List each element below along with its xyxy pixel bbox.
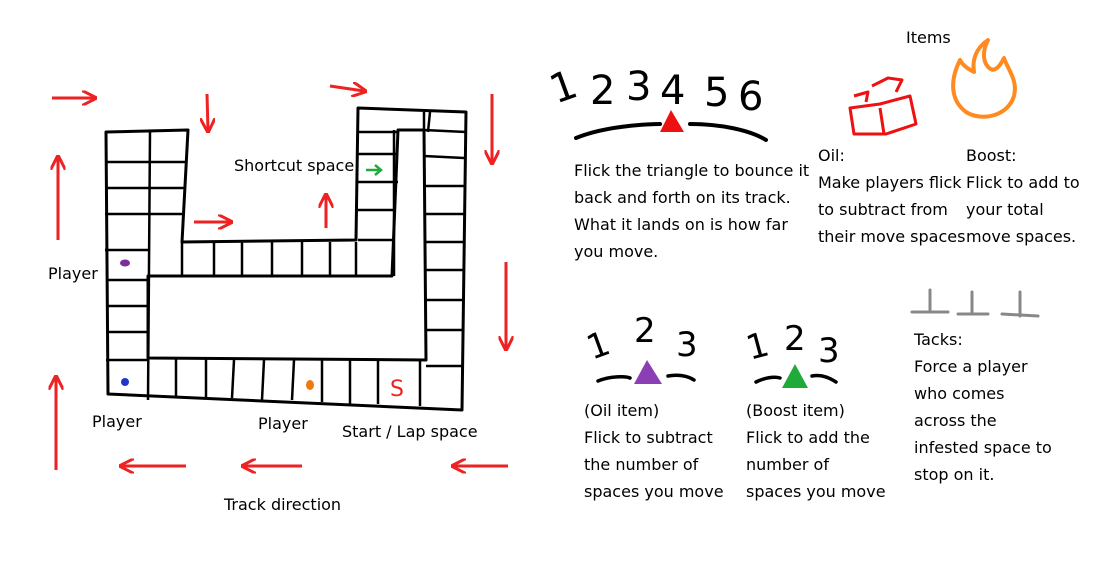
spinner-number-4: 4 (660, 68, 685, 114)
items-heading: Items (906, 28, 951, 47)
spinner-number-6: 6 (738, 74, 763, 120)
oil-description: Oil: Make players flick to subtract from… (818, 146, 966, 246)
oil-spinner-number-2: 2 (634, 311, 656, 351)
boost-description: Boost: Flick to add to your total move s… (966, 146, 1080, 246)
oil-spinner-triangle-icon (634, 360, 662, 384)
spinner-triangle-icon (660, 110, 684, 132)
oil-can-icon (848, 76, 918, 136)
tacks-description: Tacks: Force a player who comes across t… (914, 330, 1052, 484)
player-label-bottom-left: Player (92, 412, 142, 431)
oil-spinner-number-1: 1 (581, 323, 615, 368)
direction-arrows (52, 86, 508, 470)
boost-spinner-number-1: 1 (742, 324, 773, 368)
shortcut-space-label: Shortcut space (234, 156, 355, 175)
spinner-number-1: 1 (544, 61, 584, 113)
tack-icon (956, 290, 990, 316)
spinner-number-5: 5 (704, 70, 729, 116)
player-token-purple[interactable] (120, 259, 130, 267)
track-cells (105, 111, 467, 406)
tacks-icons (910, 288, 1040, 318)
start-lap-label: Start / Lap space (342, 422, 478, 441)
tack-icon (910, 288, 950, 314)
track-direction-label: Track direction (224, 495, 342, 514)
oil-spinner-number-3: 3 (676, 325, 698, 365)
boost-spinner-number-2: 2 (784, 319, 806, 359)
player-label-left: Player (48, 264, 98, 283)
start-space-mark: S (390, 377, 404, 402)
arrow-down-icon (207, 93, 208, 130)
spinner-description: Flick the triangle to bounce it back and… (574, 161, 810, 261)
tack-icon (1000, 290, 1040, 318)
arrow-right-icon (329, 86, 364, 91)
spinner-number-3: 3 (626, 64, 651, 110)
boost-spinner-description: (Boost item) Flick to add the number of … (746, 401, 886, 501)
player-token-orange[interactable] (306, 380, 314, 390)
shortcut-arrow-icon (366, 164, 383, 176)
spinner-number-2: 2 (590, 68, 615, 114)
flame-icon (951, 38, 1017, 119)
player-token-blue[interactable] (121, 378, 129, 386)
player-label-bottom: Player (258, 414, 308, 433)
boost-spinner-number-3: 3 (818, 331, 840, 371)
oil-spinner-description: (Oil item) Flick to subtract the number … (584, 401, 724, 501)
boost-spinner-triangle-icon (782, 364, 808, 388)
